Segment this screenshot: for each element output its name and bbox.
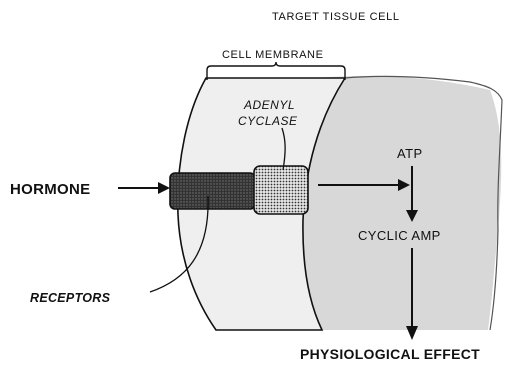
- receptors-label: RECEPTORS: [30, 291, 111, 305]
- atp-label: ATP: [397, 146, 423, 161]
- effect-label: PHYSIOLOGICAL EFFECT: [300, 346, 480, 362]
- title-label: TARGET TISSUE CELL: [272, 11, 400, 23]
- enzyme-label-line2: CYCLASE: [238, 114, 298, 128]
- hormone-arrowhead: [158, 182, 170, 194]
- effect-arrowhead: [406, 326, 418, 340]
- hormone-label: HORMONE: [10, 181, 90, 198]
- adenyl-cyclase-block: [254, 166, 308, 214]
- cyclic-amp-label: CYCLIC AMP: [358, 228, 441, 243]
- receptor-block: [170, 173, 255, 209]
- membrane-label: CELL MEMBRANE: [222, 49, 324, 61]
- enzyme-label-line1: ADENYL: [243, 98, 295, 112]
